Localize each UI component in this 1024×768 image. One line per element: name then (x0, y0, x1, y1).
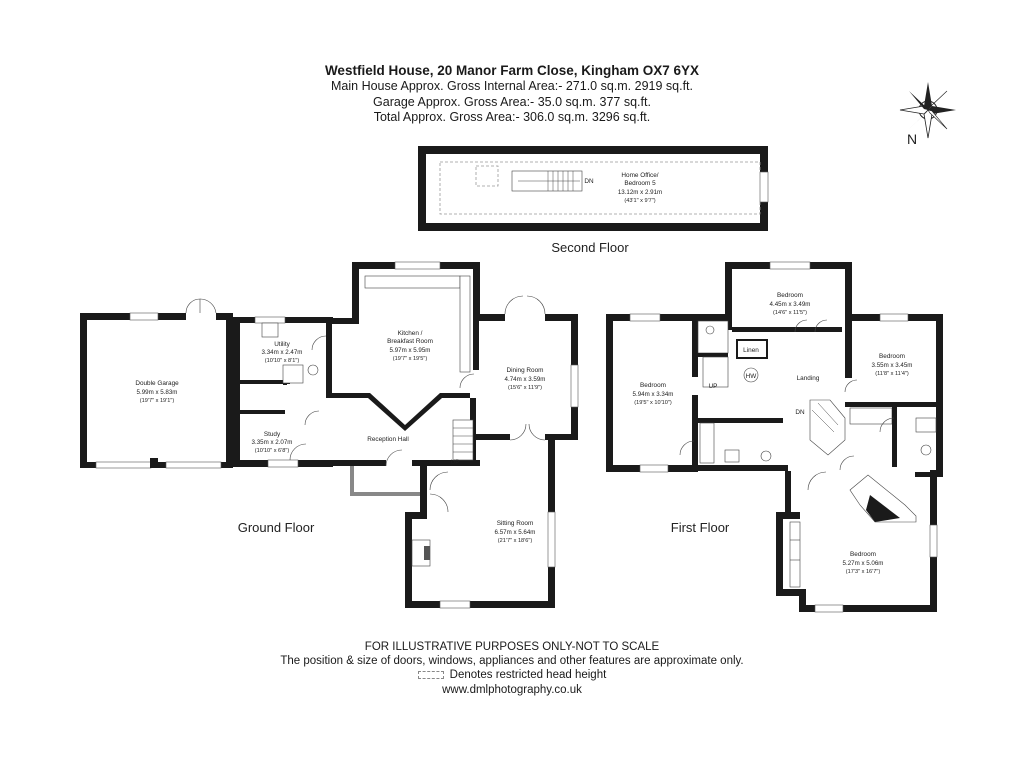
bedroom-bottom-metric: 5.27m x 5.06m (843, 560, 884, 567)
bedroom-right-name: Bedroom (879, 353, 905, 360)
website-link[interactable]: www.dmlphotography.co.uk (442, 684, 582, 696)
approximation-note: The position & size of doors, windows, a… (280, 655, 744, 667)
main-house-area: Main House Approx. Gross Internal Area:-… (331, 79, 693, 93)
compass-icon: N (899, 82, 956, 147)
double-garage-name: Double Garage (135, 380, 179, 387)
first-floor-plan: Bedroom 4.45m x 3.49m (14'6" x 11'5") Be… (606, 261, 943, 613)
first-floor-label: First Floor (671, 520, 730, 535)
bedroom-top-name: Bedroom (777, 292, 803, 299)
restricted-height-swatch (417, 671, 444, 679)
double-garage-imperial: (19'7" x 19'1") (140, 398, 175, 404)
reception-hall-name: Reception Hall (367, 436, 409, 443)
bedroom-bottom-name: Bedroom (850, 551, 876, 558)
bedroom-right-metric: 3.55m x 3.45m (872, 362, 913, 369)
ground-floor-label: Ground Floor (238, 520, 315, 535)
bedroom-left-name: Bedroom (640, 382, 666, 389)
kitchen-imperial: (19'7" x 19'5") (393, 356, 428, 362)
kitchen-metric: 5.97m x 5.95m (390, 347, 431, 354)
garage-area: Garage Approx. Gross Area:- 35.0 sq.m. 3… (373, 94, 651, 109)
bedroom-right-imperial: (11'8" x 11'4") (875, 371, 909, 377)
landing-label: Landing (797, 375, 820, 382)
home-office-name-2: Bedroom 5 (624, 180, 656, 187)
plan-footer: FOR ILLUSTRATIVE PURPOSES ONLY-NOT TO SC… (0, 640, 1024, 697)
utility-imperial: (10'10" x 8'1") (265, 358, 300, 364)
ground-floor-plan: Double Garage 5.99m x 5.83m (19'7" x 19'… (80, 261, 579, 609)
utility-metric: 3.34m x 2.47m (262, 349, 303, 356)
bedroom-bottom-imperial: (17'3" x 16'7") (846, 569, 881, 575)
second-floor-plan: DN Home Office/ Bedroom 5 13.12m x 2.91m… (418, 146, 769, 231)
home-office-name-1: Home Office/ (621, 172, 658, 179)
second-floor-dn-marker: DN (584, 178, 594, 185)
double-garage-metric: 5.99m x 5.83m (137, 389, 178, 396)
total-area: Total Approx. Gross Area:- 306.0 sq.m. 3… (373, 110, 651, 124)
sitting-room-name: Sitting Room (497, 520, 534, 527)
dining-room-name: Dining Room (507, 367, 544, 374)
study-metric: 3.35m x 2.07m (252, 439, 293, 446)
second-floor-label: Second Floor (551, 240, 629, 255)
bedroom-left-imperial: (19'5" x 10'10") (634, 400, 672, 406)
bedroom-left-metric: 5.94m x 3.34m (633, 391, 674, 398)
kitchen-name-2: Breakfast Room (387, 338, 433, 345)
utility-name: Utility (274, 341, 290, 348)
legend-restricted-height: Denotes restricted head height (417, 668, 607, 682)
first-floor-up-marker: UP (709, 383, 718, 390)
ground-floor-up-marker: UP (451, 459, 460, 466)
study-imperial: (10'10" x 6'8") (255, 448, 290, 454)
study-name: Study (264, 431, 281, 438)
home-office-metric: 13.12m x 2.91m (618, 189, 662, 196)
home-office-imperial: (43'1" x 9'7") (624, 198, 655, 204)
property-title: Westfield House, 20 Manor Farm Close, Ki… (324, 63, 700, 78)
kitchen-name-1: Kitchen / (398, 330, 423, 337)
legend-text: Denotes restricted head height (449, 669, 607, 681)
compass-north-label: N (907, 131, 917, 147)
bedroom-top-metric: 4.45m x 3.49m (770, 301, 811, 308)
first-floor-dn-marker: DN (795, 409, 805, 416)
hw-label: HW (746, 373, 758, 380)
bedroom-top-imperial: (14'6" x 11'5") (773, 310, 807, 316)
dining-room-imperial: (15'6" x 11'9") (508, 385, 542, 391)
linen-label: Linen (743, 347, 759, 354)
sitting-room-metric: 6.57m x 5.64m (495, 529, 536, 536)
sitting-room-imperial: (21'7" x 18'6") (498, 538, 533, 544)
plan-header: Westfield House, 20 Manor Farm Close, Ki… (0, 62, 1024, 126)
dining-room-metric: 4.74m x 3.59m (505, 376, 546, 383)
disclaimer-text: FOR ILLUSTRATIVE PURPOSES ONLY-NOT TO SC… (364, 641, 660, 653)
